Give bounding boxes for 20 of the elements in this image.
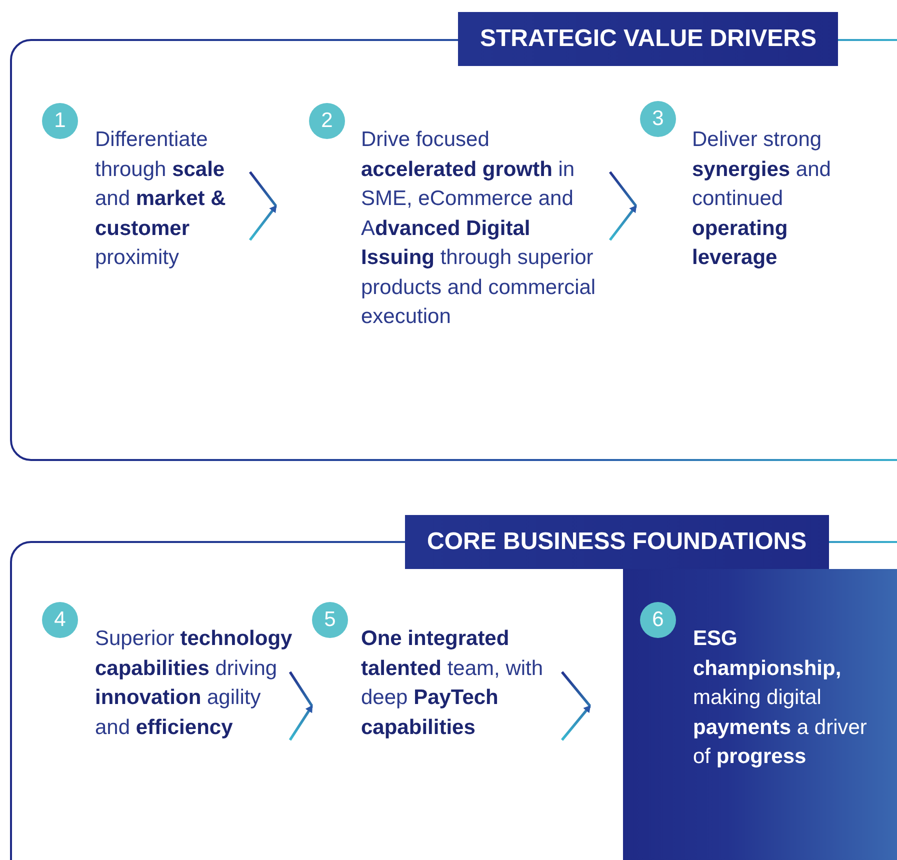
chevron-arrow [288, 670, 314, 742]
step-number: 4 [42, 602, 78, 638]
item-text: Superior technology capabilities driving innovation agility and efficiency [95, 626, 294, 740]
item-text: Deliver strong synergies and continued operating leverage [692, 127, 832, 271]
item-text: ESG championship, making digital payments a driver of progress [693, 626, 868, 770]
chevron-arrow [248, 170, 278, 242]
step-number: 1 [42, 103, 78, 139]
step-number: 3 [640, 101, 676, 137]
step-number: 5 [312, 602, 348, 638]
step-number: 2 [309, 103, 345, 139]
section-heading: STRATEGIC VALUE DRIVERS [458, 12, 838, 66]
chevron-arrow [608, 170, 638, 242]
step-number: 6 [640, 602, 676, 638]
item-text: Drive focused accelerated growth in SME, eCommerce and Advanced Digital Issuing through superior products and commercial execution [361, 127, 597, 330]
chevron-arrow [560, 670, 592, 742]
item-text: Differentiate through scale and market & customer proximity [95, 127, 227, 271]
section-panel [10, 515, 897, 860]
section-panel [10, 12, 897, 462]
item-text: One integrated talented team, with deep PayTech capabilities [361, 626, 544, 740]
section-heading: CORE BUSINESS FOUNDATIONS [405, 515, 829, 569]
